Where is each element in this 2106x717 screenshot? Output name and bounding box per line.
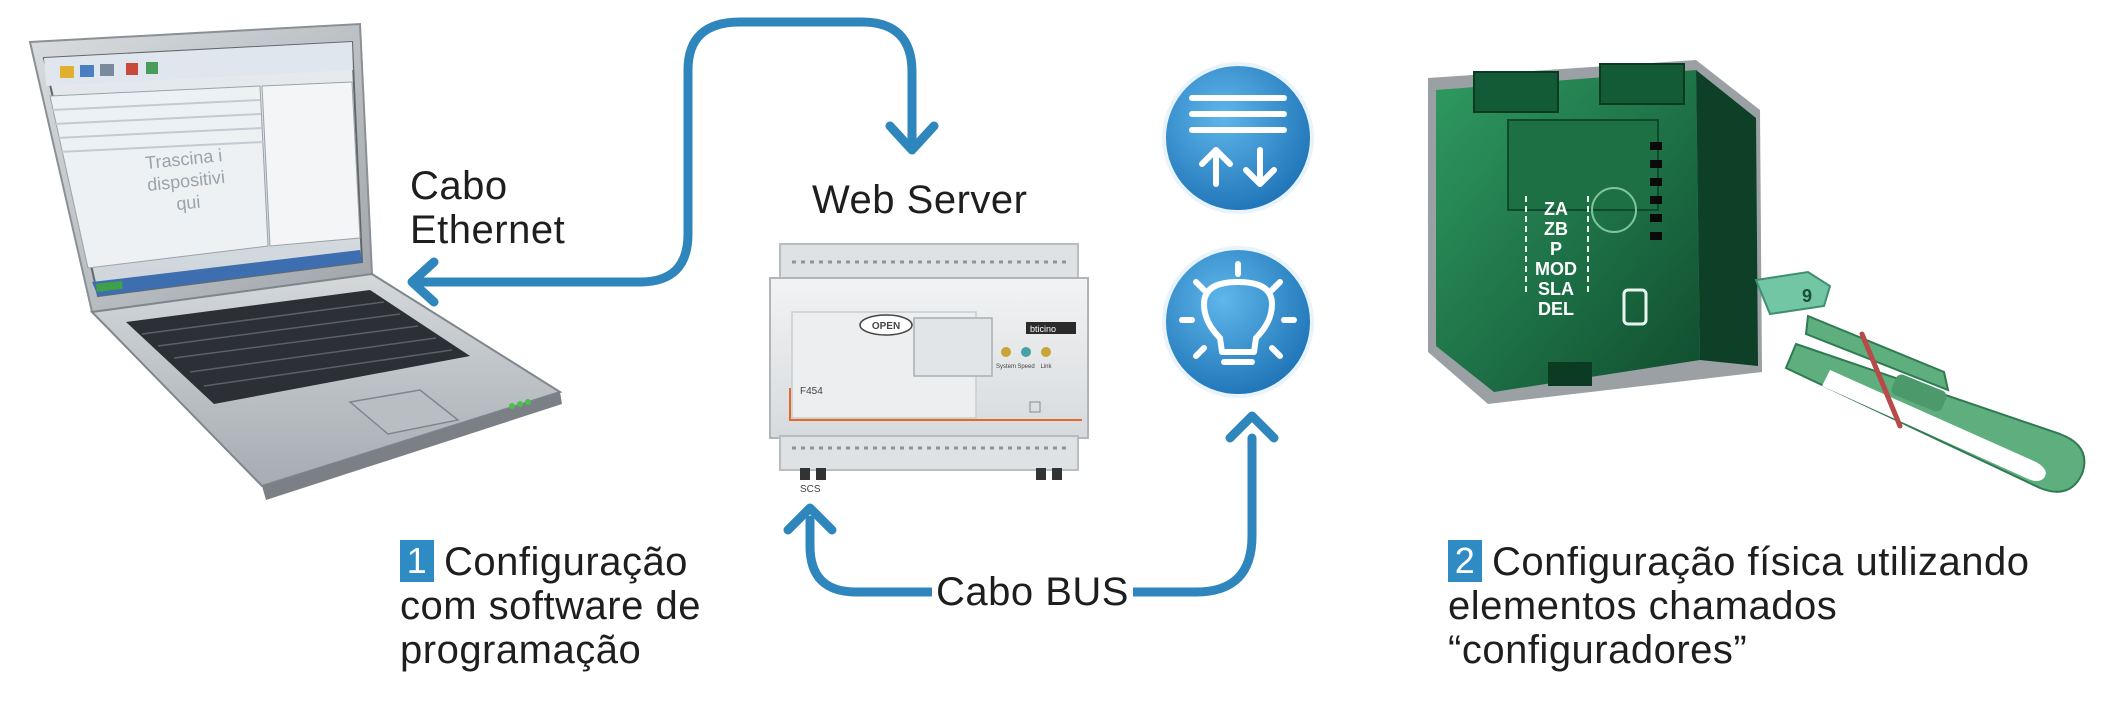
arrowhead-webserver	[885, 121, 939, 155]
led-label-link: Link	[1040, 364, 1052, 370]
arrowhead-bus-light	[1225, 411, 1279, 443]
position-sla: SLA	[1538, 279, 1574, 299]
light-bulb-icon	[1162, 246, 1314, 398]
step-1-line: com software de	[400, 584, 701, 628]
ethernet-label-line: Ethernet	[410, 208, 566, 252]
web-server-device: OPEN System Speed Link bticino F454 SCS	[769, 243, 1089, 495]
step-2-line: “configuradores”	[1448, 628, 1748, 672]
device-brand-logo: OPEN	[872, 321, 900, 332]
configurator-module: ZA ZB P MOD SLA DEL 9	[1428, 60, 1832, 404]
web-server-label: Web Server	[812, 178, 1028, 222]
position-za: ZA	[1544, 199, 1568, 219]
bus-cable-label: Cabo BUS	[932, 570, 1133, 614]
position-zb: ZB	[1544, 219, 1568, 239]
configurator-value: 9	[1802, 286, 1812, 306]
arrowhead-laptop	[407, 257, 439, 307]
led-label-speed: Speed	[1017, 364, 1034, 370]
device-bus-label: SCS	[800, 484, 821, 495]
ethernet-cable-label: Cabo Ethernet	[410, 164, 610, 252]
ethernet-cable-arrow	[415, 17, 917, 287]
step-2-line: Configuração física utilizando	[1492, 540, 2030, 584]
laptop	[28, 22, 563, 500]
laptop-drop-hint: Trascina i dispositivi qui	[123, 142, 249, 220]
position-del: DEL	[1538, 299, 1574, 319]
bus-cable-arrow	[805, 433, 1257, 597]
step-2-number: 2	[1448, 540, 1482, 582]
device-model: F454	[800, 386, 823, 397]
device-brand-name: bticino	[1030, 324, 1056, 334]
configurator-tool	[1784, 314, 2086, 493]
shutter-icon	[1162, 62, 1314, 214]
led-label-system: System	[996, 364, 1016, 370]
step-2-line: elementos chamados	[1448, 584, 1838, 628]
position-p: P	[1550, 239, 1562, 259]
position-mod: MOD	[1535, 259, 1577, 279]
step-1-line: Configuração	[444, 540, 688, 584]
arrowhead-bus-device	[783, 503, 837, 535]
ethernet-label-line: Cabo	[410, 164, 508, 208]
step-1-number: 1	[400, 540, 434, 582]
step-1-line: programação	[400, 628, 642, 672]
